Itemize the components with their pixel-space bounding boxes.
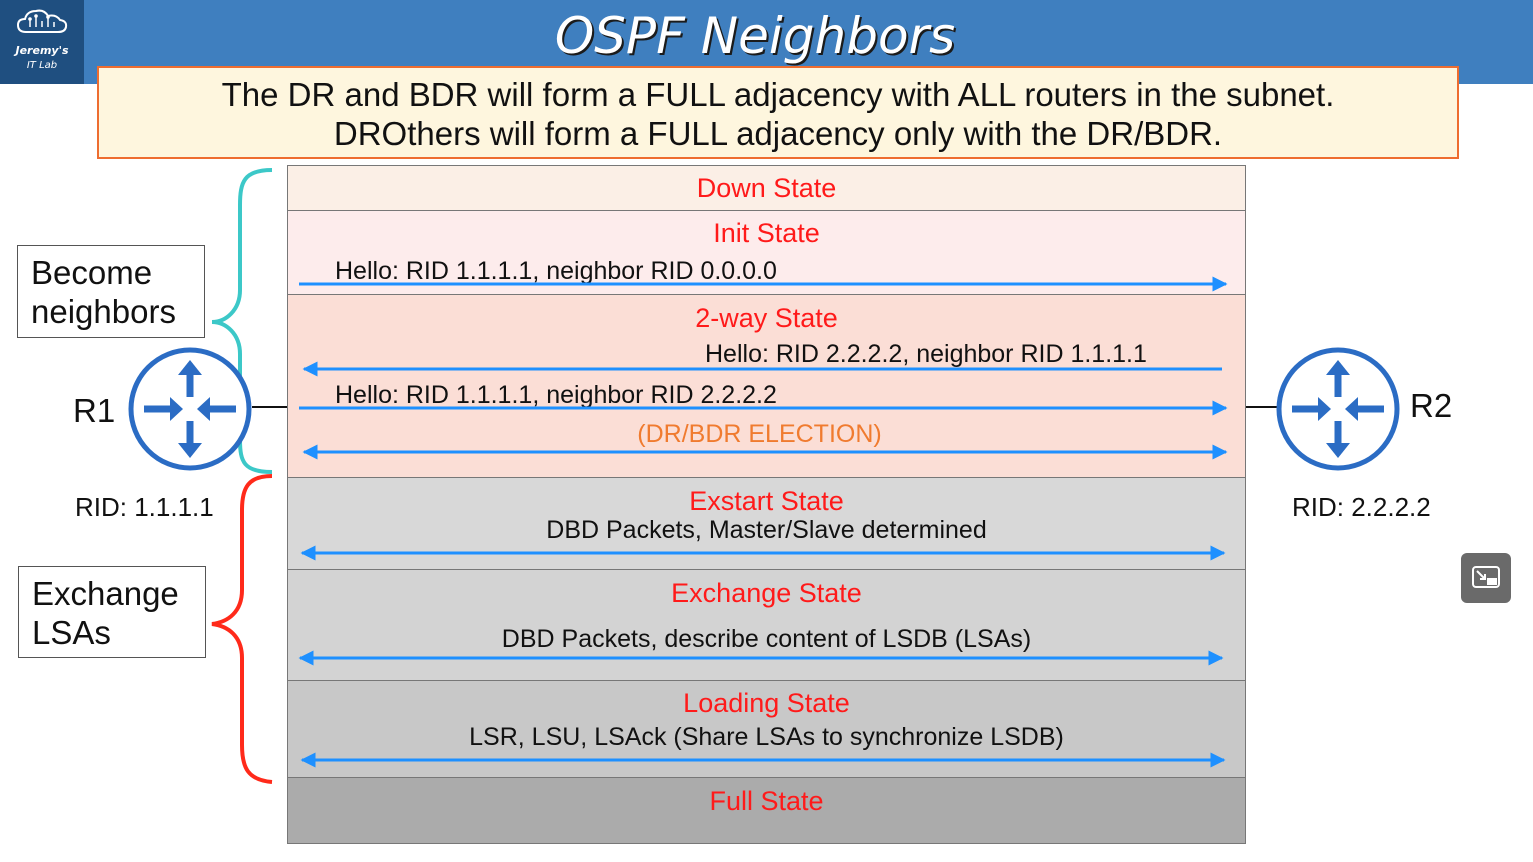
state-exchange: Exchange State	[671, 578, 862, 608]
label-exchange-lsas: Exchange LSAs	[18, 566, 206, 658]
router-r1-name: R1	[73, 392, 116, 429]
logo-line1: Jeremy's	[15, 44, 69, 57]
msg-exstart: DBD Packets, Master/Slave determined	[546, 516, 987, 544]
brace-become-neighbors	[211, 168, 273, 474]
msg-election: (DR/BDR ELECTION)	[637, 420, 882, 448]
state-down: Down State	[696, 173, 837, 203]
brace-exchange-lsas	[211, 474, 273, 784]
band-full	[287, 777, 1246, 844]
callout-line2: DROthers will form a FULL adjacency only…	[333, 115, 1223, 152]
msg-exchange: DBD Packets, describe content of LSDB (L…	[501, 625, 1032, 653]
state-full: Full State	[709, 786, 824, 816]
logo: Jeremy's IT Lab	[0, 0, 84, 84]
msg-init-hello: Hello: RID 1.1.1.1, neighbor RID 0.0.0.0	[335, 257, 777, 285]
label-become-neighbors: Become neighbors	[17, 245, 205, 338]
router-icon	[128, 347, 252, 471]
picture-in-picture-icon	[1472, 566, 1500, 588]
state-init: Init State	[713, 218, 820, 248]
router-icon	[1276, 347, 1400, 471]
msg-twoway-hello-r1: Hello: RID 1.1.1.1, neighbor RID 2.2.2.2	[335, 381, 777, 409]
logo-line2: IT Lab	[26, 60, 58, 71]
state-loading: Loading State	[683, 688, 850, 718]
callout-box: The DR and BDR will form a FULL adjacenc…	[97, 66, 1459, 159]
router-r2-name: R2	[1410, 387, 1453, 424]
msg-twoway-hello-r2: Hello: RID 2.2.2.2, neighbor RID 1.1.1.1	[705, 340, 1147, 368]
callout-line1: The DR and BDR will form a FULL adjacenc…	[221, 76, 1335, 113]
router-r1-rid: RID: 1.1.1.1	[75, 492, 214, 522]
msg-loading: LSR, LSU, LSAck (Share LSAs to synchroni…	[469, 723, 1064, 751]
cloud-circuit-logo-icon	[16, 9, 68, 33]
state-twoway: 2-way State	[695, 303, 838, 333]
band-init	[287, 210, 1246, 295]
pip-button[interactable]	[1461, 553, 1511, 603]
state-exstart: Exstart State	[689, 486, 844, 516]
router-r2-rid: RID: 2.2.2.2	[1292, 492, 1431, 522]
band-down	[287, 165, 1246, 211]
page-title: OSPF Neighbors	[554, 7, 956, 65]
